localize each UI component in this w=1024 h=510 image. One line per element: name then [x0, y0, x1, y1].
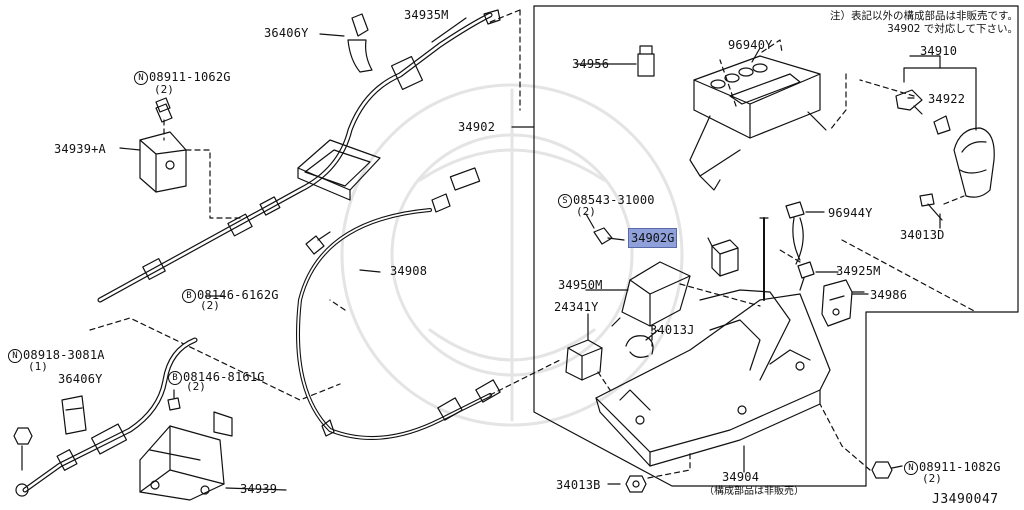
nut-34013B [625, 475, 647, 493]
bracket-34939 [139, 411, 233, 501]
cable-34908 [296, 167, 501, 440]
prefix-S-icon: S [558, 194, 572, 208]
part-number: 08146-6162G [197, 288, 279, 302]
label-24341Y[interactable]: 24341Y [554, 300, 599, 314]
clip-36406Y-bottom [61, 395, 87, 435]
label-34013J[interactable]: 34013J [650, 323, 695, 337]
label-36406Y-top[interactable]: 36406Y [264, 26, 309, 40]
label-34950M[interactable]: 34950M [558, 278, 603, 292]
part-number: 08918-3081A [23, 348, 105, 362]
prefix-B-icon: B [182, 289, 196, 303]
part-number: 08911-1082G [919, 460, 1001, 474]
qty-08911-1082G: (2) [922, 472, 942, 485]
nut-08911-1082G [871, 461, 893, 479]
label-96940Y[interactable]: 96940Y [728, 38, 773, 52]
prefix-N-icon: N [8, 349, 22, 363]
prefix-B-icon: B [168, 371, 182, 385]
label-34922[interactable]: 34922 [928, 92, 966, 106]
watermark [340, 83, 684, 427]
part-96940Y [689, 55, 827, 191]
qty-08911-1062G: (2) [154, 83, 174, 96]
part-34910-knob [895, 67, 995, 198]
note-line-2: 34902 で対応して下さい。 [887, 23, 1018, 35]
clip-36406Y-top [347, 13, 373, 73]
part-34956 [617, 45, 655, 77]
cable-lower-left [15, 337, 198, 497]
part-34904-base [595, 217, 831, 467]
screw-08543-31000 [593, 227, 625, 245]
label-34013D[interactable]: 34013D [900, 228, 945, 242]
qty-08146-6162G: (2) [200, 299, 220, 312]
part-34950M [611, 261, 691, 327]
leader-lines-right [489, 39, 977, 479]
part-34925M [797, 261, 815, 291]
leader-lines-left [89, 9, 521, 401]
part-34986 [821, 279, 865, 327]
part-number: 08911-1062G [149, 70, 231, 84]
part-number: 08146-8161G [183, 370, 265, 384]
label-34939[interactable]: 34939 [240, 482, 278, 496]
qty-08146-8161G: (2) [186, 380, 206, 393]
part-34902G [711, 239, 739, 277]
note-line-1: 注）表記以外の構成部品は非販売です。 [830, 10, 1018, 22]
note-non-sale: 注）表記以外の構成部品は非販売です。 34902 で対応して下さい。 [756, 10, 1018, 36]
note-34904: （構成部品は非販売） [704, 486, 804, 497]
label-34986[interactable]: 34986 [870, 288, 908, 302]
qty-08543-31000: (2) [576, 205, 596, 218]
label-36406Y-bottom[interactable]: 36406Y [58, 372, 103, 386]
label-34902[interactable]: 34902 [458, 120, 496, 134]
screw-34013D [919, 193, 943, 221]
prefix-N-icon: N [904, 461, 918, 475]
assembly-frame-34902 [511, 5, 1019, 487]
diagram-code: J3490047 [932, 492, 999, 507]
label-34956[interactable]: 34956 [572, 57, 610, 71]
label-34013B[interactable]: 34013B [556, 478, 601, 492]
label-34902G-highlighted[interactable]: 34902G [628, 228, 678, 248]
label-34935M[interactable]: 34935M [404, 8, 449, 22]
label-34910[interactable]: 34910 [920, 44, 958, 58]
fasteners-left [13, 97, 181, 471]
prefix-N-icon: N [134, 71, 148, 85]
label-96944Y[interactable]: 96944Y [828, 206, 873, 220]
label-34904[interactable]: 34904 [722, 470, 760, 484]
bolt-08146-6162G [305, 231, 331, 255]
label-34908[interactable]: 34908 [390, 264, 428, 278]
bracket-34939A [139, 103, 187, 193]
label-34925M[interactable]: 34925M [836, 264, 881, 278]
qty-08918-3081A: (1) [28, 360, 48, 373]
callout-lines [119, 17, 941, 491]
part-number: 08543-31000 [573, 193, 655, 207]
part-34013J [625, 335, 654, 358]
label-34939A[interactable]: 34939+A [54, 142, 106, 156]
cable-34935M [97, 9, 501, 303]
